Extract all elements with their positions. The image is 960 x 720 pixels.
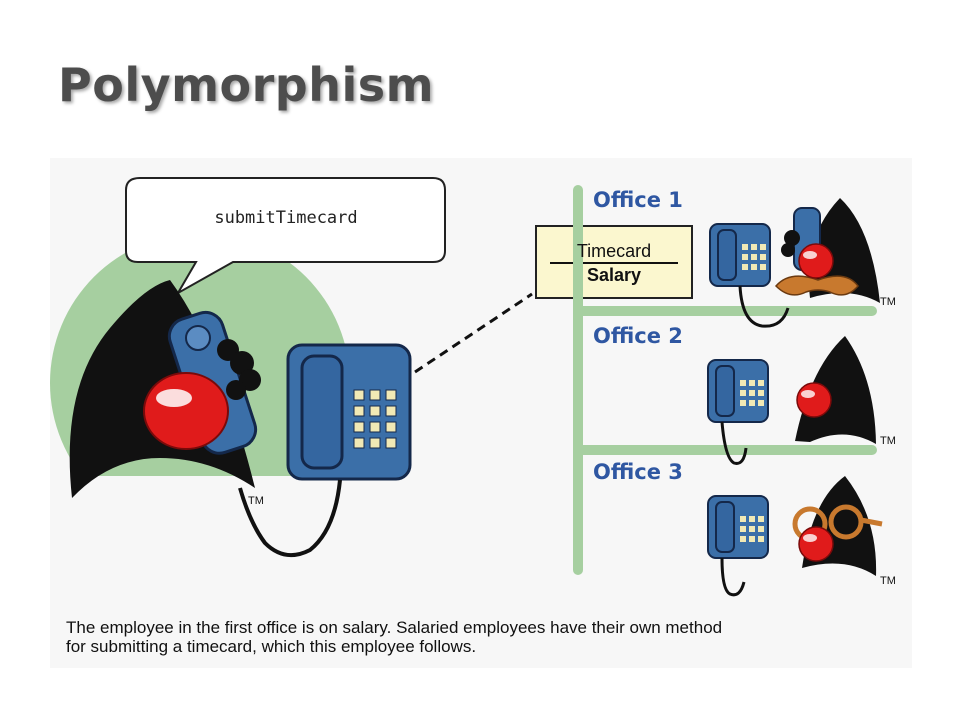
desk-phone-icon	[238, 343, 412, 558]
figure-caption: The employee in the first office is on s…	[66, 618, 906, 656]
connection-dashed-line	[414, 292, 533, 374]
timecard-label: Timecard	[576, 241, 652, 261]
mustache-icon	[774, 275, 859, 296]
figure-drawing: TM	[50, 177, 896, 616]
office-3-label: Office 3	[593, 460, 683, 484]
salary-label: Salary	[586, 265, 642, 285]
tm-mark-office-1: TM	[880, 296, 896, 308]
tm-mark-caller: TM	[248, 495, 264, 507]
office-1-label: Office 1	[593, 188, 683, 212]
glasses-icon	[792, 504, 883, 542]
office-3-employee	[707, 476, 883, 597]
polymorphism-figure: TM	[50, 158, 912, 668]
bubble-text: submitTimecard	[214, 208, 358, 228]
caller-duke-icon	[69, 280, 261, 498]
office-2-label: Office 2	[593, 324, 683, 348]
tm-mark-office-2: TM	[880, 435, 896, 447]
caption-line-2: for submitting a timecard, which this em…	[66, 637, 477, 656]
tm-mark-office-3: TM	[880, 575, 896, 587]
office-1-employee	[709, 198, 880, 328]
caption-line-1: The employee in the first office is on s…	[66, 618, 723, 637]
slide-title: Polymorphism	[58, 58, 435, 112]
speech-bubble	[125, 177, 446, 296]
office-2-employee	[707, 336, 876, 465]
